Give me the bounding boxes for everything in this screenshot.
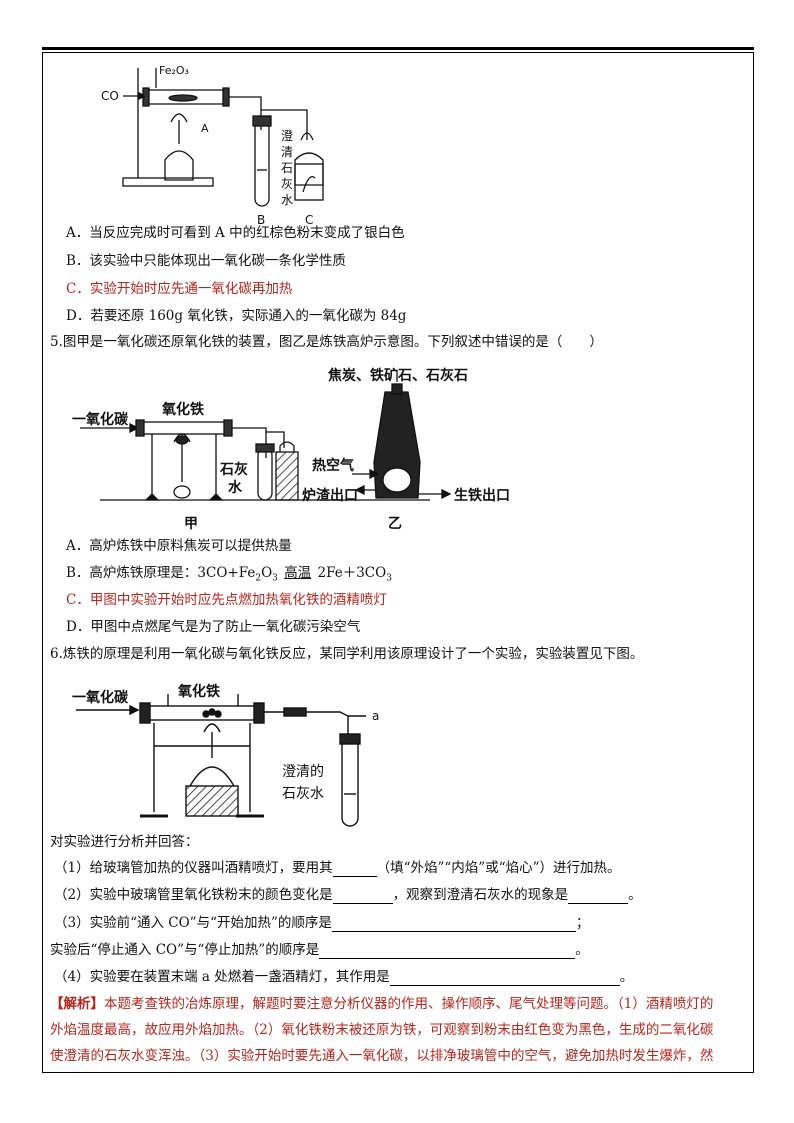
q6-sub3: （3）实验前“通入 CO”与“开始加热”的顺序是 ； [54, 914, 589, 932]
co-label: CO [101, 89, 119, 103]
q6-fig-a: a [372, 709, 379, 723]
q5-option-b-post: 2Fe＋3CO [317, 565, 387, 581]
q6-sub3b-end: 。 [575, 942, 589, 958]
label-c: C [305, 213, 313, 227]
answer-blank-4[interactable] [331, 917, 576, 932]
q5-option-a: A．高炉炼铁中原料焦炭可以提供热量 [66, 538, 292, 554]
q5-fig-yi: 乙 [388, 516, 402, 532]
lime-char-4: 灰 [281, 177, 293, 191]
q4-option-c: C．实验开始时应先通一氧化碳再加热 [66, 281, 293, 297]
q5-fig-slag: 炉渣出口 [302, 487, 358, 504]
fe2o3-label: Fe₂O₃ [159, 64, 189, 77]
q6-sub1-pre: （1）给玻璃管加热的仪器叫酒精喷灯，要用其 [54, 860, 333, 876]
q5-fig-hot-air: 热空气 [312, 457, 354, 474]
q6-sub4-end: 。 [619, 969, 634, 985]
q5-option-b-sub3: 3 [386, 573, 392, 584]
explanation-line-2: 外焰温度最高，故应用外焰加热。（2）氧化铁粉末被还原为铁，可观察到粉末由红色变为… [50, 1022, 714, 1038]
apparatus-figure-1: CO Fe₂O₃ A B C 澄 清 石 灰 水 [101, 64, 324, 227]
q5-option-d: D．甲图中点燃尾气是为了防止一氧化碳污染空气 [66, 619, 361, 635]
lime-char-5: 水 [281, 193, 293, 207]
label-a: A [201, 122, 209, 135]
q6-fig-lime1: 澄清的 [282, 764, 324, 780]
q5-option-b: B．高炉炼铁原理是：3CO+Fe2O3 高温 2Fe＋3CO3 [66, 564, 392, 588]
q6-sub4: （4）实验要在装置末端 a 处燃着一盏酒精灯，其作用是 。 [54, 968, 633, 986]
explanation-line-1: 【解析】本题考查铁的冶炼原理，解题时要注意分析仪器的作用、操作顺序、尾气处理等问… [50, 992, 750, 1016]
q6-fig-fe2o3: 氧化铁 [177, 683, 220, 700]
header-rule [42, 47, 754, 50]
q6-fig-co: 一氧化碳 [72, 689, 129, 706]
q6-sub1-post: （填“外焰”“内焰”或“焰心”）进行加热。 [376, 860, 621, 876]
q5-fig-lime1: 石灰 [219, 461, 248, 478]
q5-fig-co: 一氧化碳 [72, 411, 129, 428]
q4-option-a: A．当反应完成时可看到 A 中的红棕色粉末变成了银白色 [66, 225, 405, 241]
q5-option-b-cond: 高温 [284, 565, 312, 581]
explanation-line-3: 使澄清的石灰水变浑浊。（3）实验开始时要先通入一氧化碳，以排净玻璃管中的空气，避… [50, 1048, 714, 1064]
q5-option-b-pre: B．高炉炼铁原理是：3CO+Fe [66, 565, 256, 581]
answer-blank-5[interactable] [319, 944, 576, 959]
q6-sub3b: 实验后“停止通入 CO”与“停止加热”的顺序是 。 [50, 941, 589, 959]
label-b: B [257, 213, 265, 227]
q5-fig-lime2: 水 [228, 479, 243, 496]
q6-fig-lime2: 石灰水 [282, 786, 324, 802]
answer-blank-1[interactable] [332, 862, 377, 877]
q6-sub3-end: ； [575, 915, 590, 931]
q6-sub2-mid: ，观察到澄清石灰水的现象是 [392, 887, 569, 903]
q5-option-b-mid: O [261, 565, 273, 581]
q6-sub1: （1）给玻璃管加热的仪器叫酒精喷灯，要用其 （填“外焰”“内焰”或“焰心”）进行加… [54, 859, 621, 877]
q6-sub2: （2）实验中玻璃管里氧化铁粉末的颜色变化是 ，观察到澄清石灰水的现象是 。 [54, 886, 642, 904]
q4-option-d: D．若要还原 160g 氧化铁，实际通入的一氧化碳为 84g [66, 308, 407, 324]
q6-stem: 6.炼铁的原理是利用一氧化碳与氧化铁反应，某同学利用该原理设计了一个实验，实验装… [50, 646, 644, 662]
q6-sub3b-pre: 实验后“停止通入 CO”与“停止加热”的顺序是 [50, 942, 320, 958]
q5-fig-jia: 甲 [184, 516, 198, 532]
header-rule-thin [42, 52, 754, 53]
page-frame [42, 52, 754, 1073]
q6-sub2-end: 。 [628, 887, 642, 903]
answer-blank-6[interactable] [389, 971, 620, 986]
q5-fig-iron: 生铁出口 [454, 487, 510, 504]
q5-fig-top: 焦炭、铁矿石、石灰石 [327, 367, 468, 384]
q6-sub4-pre: （4）实验要在装置末端 a 处燃着一盏酒精灯，其作用是 [54, 969, 390, 985]
q5-option-c: C．甲图中实验开始时应先点燃加热氧化铁的酒精喷灯 [66, 592, 387, 608]
lime-char-3: 石 [281, 161, 293, 175]
q6-sub2-pre: （2）实验中玻璃管里氧化铁粉末的颜色变化是 [54, 887, 333, 903]
apparatus-figure-5: 一氧化碳 氧化铁 石灰 水 甲 焦炭、铁矿石、石灰石 热空气 炉渣出口 生铁出口… [72, 367, 510, 532]
answer-blank-2[interactable] [332, 889, 393, 904]
q4-option-b: B．该实验中只能体现出一氧化碳一条化学性质 [66, 253, 346, 269]
q5-fig-fe2o3: 氧化铁 [161, 401, 204, 418]
apparatus-figure-6: 一氧化碳 氧化铁 a 澄清的 石灰水 [72, 683, 379, 827]
q6-sub3-pre: （3）实验前“通入 CO”与“开始加热”的顺序是 [54, 915, 332, 931]
explanation-text-1: 本题考查铁的冶炼原理，解题时要注意分析仪器的作用、操作顺序、尾气处理等问题。（1… [104, 996, 714, 1012]
answer-blank-3[interactable] [568, 889, 629, 904]
q6-intro: 对实验进行分析并回答： [50, 834, 199, 850]
explanation-tag: 【解析】 [50, 996, 104, 1012]
q5-option-b-sub1: 2 [255, 573, 262, 584]
q5-stem: 5.图甲是一氧化碳还原氧化铁的装置，图乙是炼铁高炉示意图。下列叙述中错误的是（ … [50, 334, 603, 350]
lime-char-2: 清 [281, 145, 293, 159]
q5-option-b-sub2: 3 [272, 573, 278, 584]
lime-char-1: 澄 [281, 128, 293, 143]
